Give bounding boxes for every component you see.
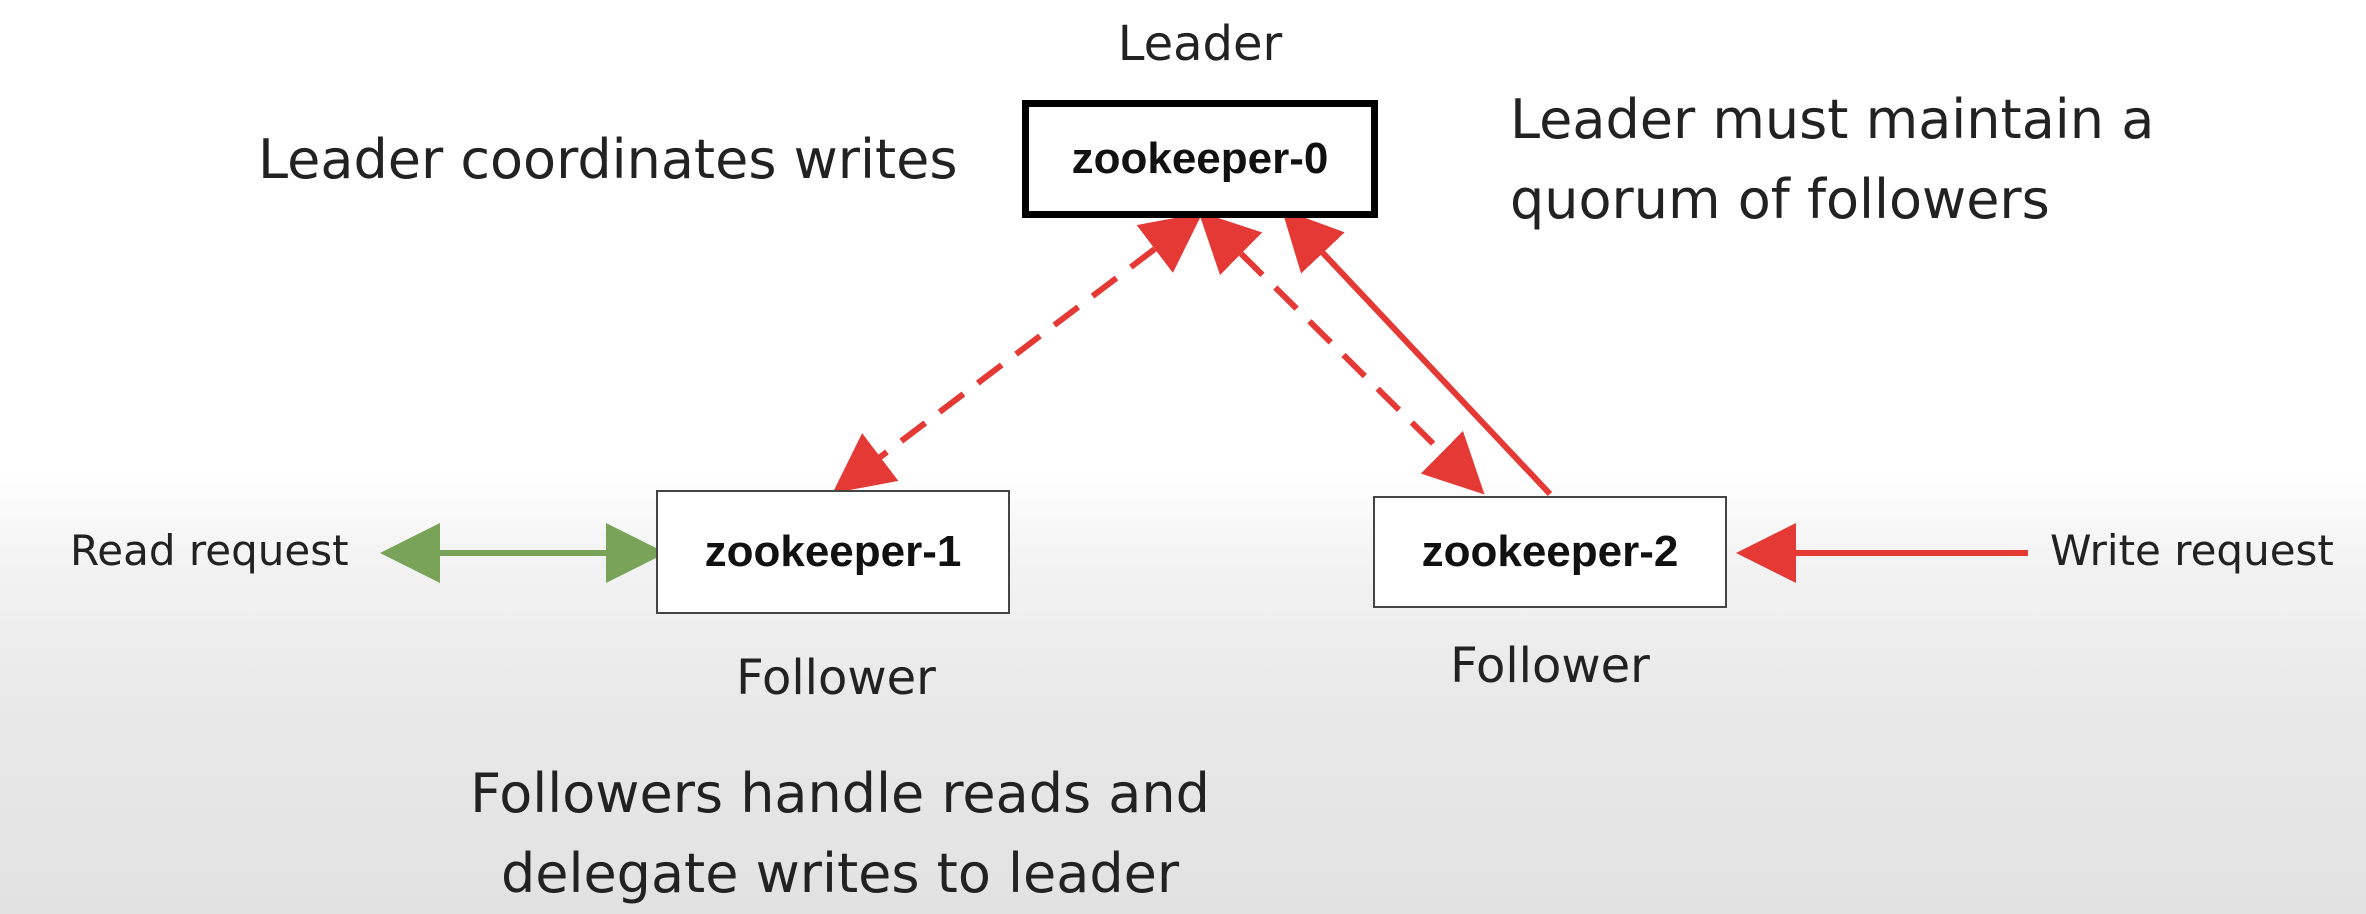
leader-role-label: Leader: [1117, 16, 1283, 72]
follower-2-role-label: Follower: [1450, 638, 1650, 694]
node-zookeeper-1-label: zookeeper-1: [704, 527, 962, 576]
follower-1-role-label: Follower: [736, 650, 936, 706]
node-zookeeper-2-label: zookeeper-2: [1421, 527, 1679, 576]
read-request-label: Read request: [70, 526, 349, 575]
quorum-note-line-1: Leader must maintain a: [1510, 88, 2155, 151]
node-zookeeper-0: zookeeper-0: [1022, 100, 1378, 218]
replication-arrow-leader-follower-2: [1198, 211, 1485, 495]
node-zookeeper-1: zookeeper-1: [656, 490, 1010, 614]
followers-note: Followers handle reads and delegate writ…: [380, 754, 1300, 914]
node-zookeeper-0-label: zookeeper-0: [1071, 134, 1329, 183]
leader-note: Leader coordinates writes: [258, 128, 958, 191]
quorum-note-line-2: quorum of followers: [1510, 168, 2050, 231]
replication-arrow-leader-follower-1: [832, 212, 1203, 494]
followers-note-line-2: delegate writes to leader: [500, 842, 1180, 905]
forward-write-arrow: [1281, 209, 1553, 497]
node-zookeeper-2: zookeeper-2: [1373, 496, 1727, 608]
followers-note-line-1: Followers handle reads and: [470, 762, 1210, 825]
write-request-label: Write request: [2050, 526, 2334, 575]
quorum-note: Leader must maintain a quorum of followe…: [1510, 80, 2154, 240]
